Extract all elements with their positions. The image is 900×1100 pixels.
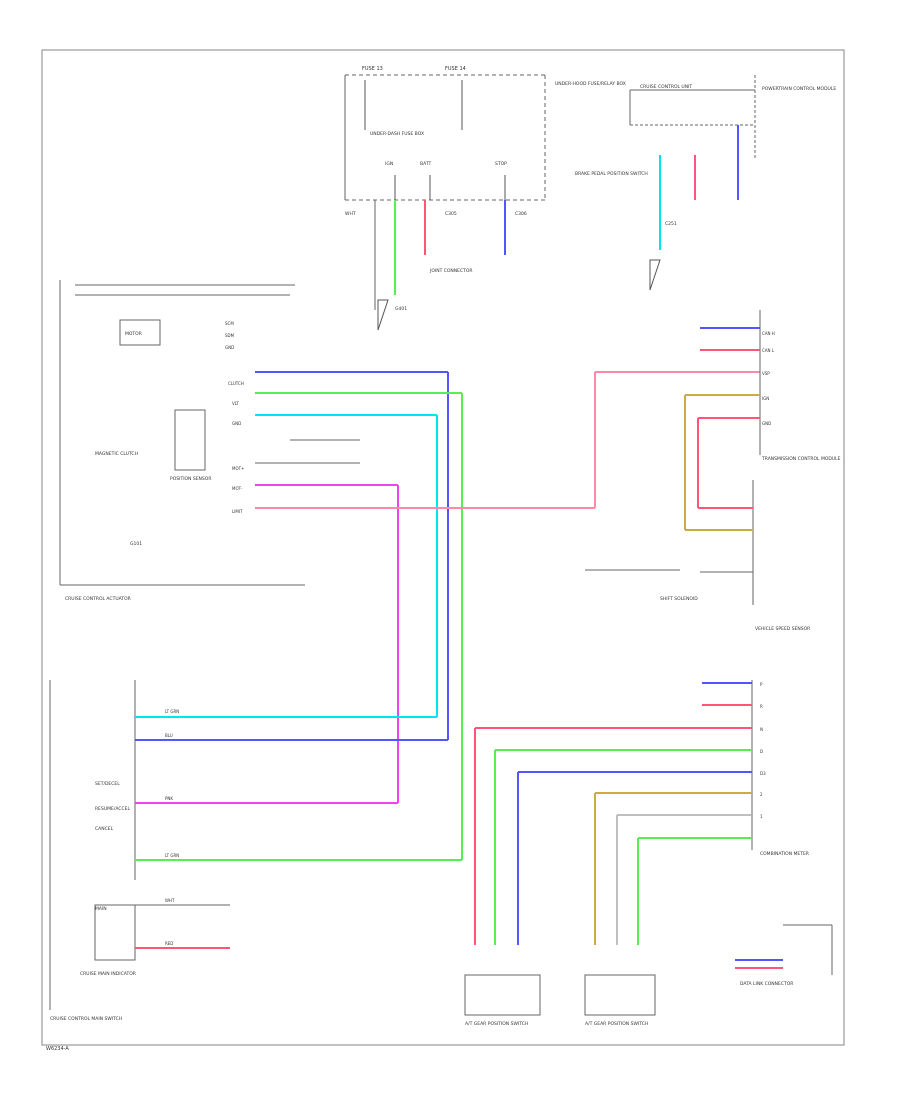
- connector-label: C251: [665, 221, 677, 227]
- top-fuse-block: FUSE 13 FUSE 14 UNDER-HOOD FUSE/RELAY BO…: [344, 66, 626, 331]
- dlc-label: DATA LINK CONNECTOR: [740, 981, 793, 987]
- gear-pin-5: 2: [760, 792, 763, 797]
- pcm-box-label: UNDER-DASH FUSE BOX: [370, 131, 424, 137]
- indicator-box: [94, 904, 136, 961]
- actuator-ground: G101: [130, 541, 142, 547]
- gear-pin-6: 1: [760, 814, 763, 819]
- right-conn-label: A/T GEAR POSITION SWITCH: [585, 1021, 648, 1027]
- actuator-title: CRUISE CONTROL ACTUATOR: [65, 596, 131, 602]
- vss-label: VEHICLE SPEED SENSOR: [755, 626, 810, 632]
- switch-pin-2: PNK: [165, 796, 173, 801]
- actuator-wires: [255, 371, 760, 860]
- switch-indicator: CRUISE MAIN INDICATOR: [80, 971, 136, 977]
- fuse-box-note: UNDER-HOOD FUSE/RELAY BOX: [555, 81, 626, 87]
- transmission-module: CAN H CAN L VSP IGN GND TRANSMISSION CON…: [585, 310, 841, 632]
- switch-resume: RESUME/ACCEL: [95, 806, 130, 812]
- motor-label: MOTOR: [125, 331, 142, 337]
- switch-pin-4: WHT: [165, 898, 175, 903]
- control-unit-label: CRUISE CONTROL UNIT: [640, 84, 692, 90]
- gear-pin-2: N: [760, 727, 763, 732]
- wire-wht-label: WHT: [345, 211, 356, 217]
- pin-vlt: VLT: [232, 401, 239, 406]
- gear-pin-0: P: [760, 682, 763, 687]
- clutch-label: MAGNETIC CLUTCH: [95, 451, 138, 457]
- pin-sdm: SDM: [225, 333, 235, 338]
- gear-pin-3: D: [760, 749, 763, 754]
- tcm-title: TRANSMISSION CONTROL MODULE: [761, 456, 841, 462]
- actuator-box: MOTOR POSITION SENSOR MAGNETIC CLUTCH CR…: [59, 280, 305, 602]
- pin-clutch: CLUTCH: [228, 381, 244, 386]
- shift-label: SHIFT SOLENOID: [660, 596, 698, 602]
- pin-mot-minus: MOT-: [232, 486, 243, 491]
- tcm-pin-canl: CAN L: [762, 348, 775, 353]
- switch-set: SET/DECEL: [95, 781, 120, 787]
- fuse-right-label: FUSE 14: [445, 66, 466, 72]
- gear-pin-1: R: [760, 704, 763, 709]
- right-note: POWERTRAIN CONTROL MODULE: [762, 86, 836, 92]
- pin-mot-plus: MOT+: [232, 466, 244, 471]
- pin-gnd: GND: [225, 345, 234, 350]
- switch-cancel: CANCEL: [95, 826, 114, 832]
- bottom-connectors: A/T GEAR POSITION SWITCH A/T GEAR POSITI…: [464, 924, 833, 1027]
- relay-mid-label: BATT: [420, 161, 431, 167]
- ground-label: G401: [395, 306, 407, 312]
- conn-pin2-label: C306: [515, 211, 527, 217]
- right-bottom-connector: [584, 974, 656, 1016]
- conn-pin-label: C305: [445, 211, 457, 217]
- pin-scm: SCM: [225, 321, 234, 326]
- relay-right-label: STOP: [495, 161, 507, 167]
- sensor-box: [174, 409, 206, 471]
- switch-pin-5: RED: [165, 941, 173, 946]
- tcm-pin-gnd: GND: [762, 421, 771, 426]
- left-bottom-connector: [464, 974, 541, 1016]
- gear-inputs: COMBINATION METER P R N D D3 2 1: [474, 680, 809, 945]
- diagram-frame: [41, 49, 845, 1046]
- tcm-pin-ign: IGN: [762, 396, 769, 401]
- tcm-pin-canh: CAN H: [762, 331, 775, 336]
- pin-limit: LIMIT: [232, 509, 243, 514]
- switch-pin-1: BLU: [165, 733, 173, 738]
- left-conn-label: A/T GEAR POSITION SWITCH: [465, 1021, 528, 1027]
- joint-label: JOINT CONNECTOR: [429, 268, 473, 274]
- switch-pin-3: LT GRN: [165, 853, 179, 858]
- switch-main: MAIN: [95, 906, 107, 912]
- pin-gnd2: GND: [232, 421, 241, 426]
- brake-label: BRAKE PEDAL POSITION SWITCH: [575, 171, 648, 177]
- motor-box: [119, 319, 161, 346]
- footer-id: W6234-A: [46, 1046, 69, 1052]
- tcm-pin-vsp: VSP: [762, 371, 770, 376]
- switch-pin-0: LT GRN: [165, 709, 179, 714]
- fuse-left-label: FUSE 13: [362, 66, 383, 72]
- top-right-block: CRUISE CONTROL UNIT POWERTRAIN CONTROL M…: [575, 75, 836, 291]
- switch-title: CRUISE CONTROL MAIN SWITCH: [50, 1016, 122, 1022]
- gear-pin-4: D3: [760, 771, 766, 776]
- combo-meter-label: COMBINATION METER: [760, 851, 809, 857]
- main-switch: SET/DECEL RESUME/ACCEL CANCEL MAIN CRUIS…: [49, 680, 462, 1022]
- relay-label: IGN: [385, 161, 393, 167]
- sensor-label: POSITION SENSOR: [170, 476, 211, 482]
